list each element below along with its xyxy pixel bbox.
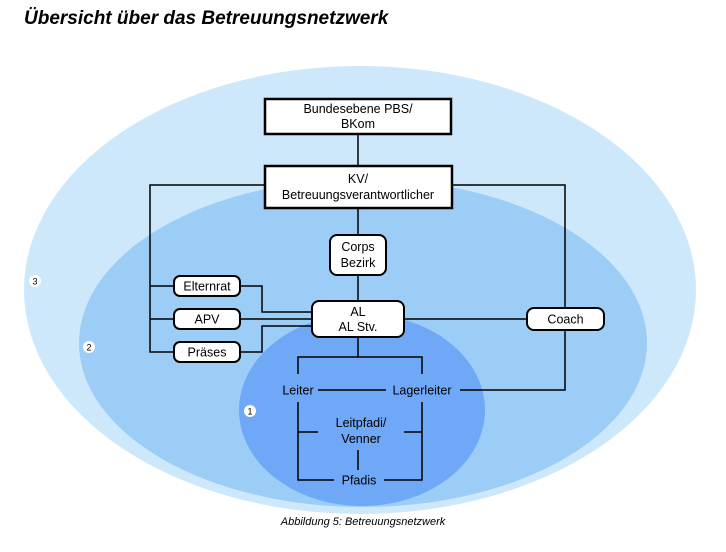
node-bundesebene: Bundesebene PBS/ BKom bbox=[263, 97, 453, 136]
node-leiter: Leiter bbox=[282, 384, 313, 398]
svg-text:Elternrat: Elternrat bbox=[183, 280, 231, 294]
svg-text:3: 3 bbox=[32, 277, 37, 287]
svg-text:AL: AL bbox=[350, 305, 365, 319]
svg-text:AL Stv.: AL Stv. bbox=[339, 320, 378, 334]
node-kv: KV/ Betreuungsverantwortlicher bbox=[263, 164, 454, 210]
connector-lines bbox=[149, 134, 566, 481]
node-al: AL AL Stv. bbox=[311, 300, 405, 338]
svg-text:Coach: Coach bbox=[547, 313, 583, 327]
svg-text:KV/: KV/ bbox=[348, 172, 369, 186]
zone-2-marker: 2 bbox=[83, 341, 95, 353]
svg-text:Bundesebene PBS/: Bundesebene PBS/ bbox=[303, 102, 413, 116]
svg-text:Corps: Corps bbox=[341, 240, 374, 254]
node-lagerleiter: Lagerleiter bbox=[392, 384, 451, 398]
svg-text:2: 2 bbox=[86, 343, 91, 353]
zone-1-ellipse bbox=[239, 314, 485, 506]
node-apv: APV bbox=[173, 308, 241, 330]
node-leitpfadi: Leitpfadi/ Venner bbox=[336, 416, 387, 446]
figure-caption: Abbildung 5: Betreuungsnetzwerk bbox=[280, 516, 446, 528]
node-coach: Coach bbox=[526, 307, 605, 331]
page-title: Übersicht über das Betreuungsnetzwerk bbox=[24, 8, 389, 29]
svg-text:1: 1 bbox=[247, 407, 252, 417]
zone-1-marker: 1 bbox=[244, 405, 256, 417]
zone-3-marker: 3 bbox=[29, 275, 41, 287]
svg-text:APV: APV bbox=[194, 313, 220, 327]
svg-text:Bezirk: Bezirk bbox=[341, 256, 376, 270]
node-elternrat: Elternrat bbox=[173, 275, 241, 297]
node-praeses: Präses bbox=[173, 341, 241, 363]
svg-text:Präses: Präses bbox=[188, 346, 227, 360]
svg-text:Leitpfadi/: Leitpfadi/ bbox=[336, 416, 387, 430]
svg-text:Venner: Venner bbox=[341, 432, 381, 446]
svg-text:Betreuungsverantwortlicher: Betreuungsverantwortlicher bbox=[282, 188, 434, 202]
node-corps-bezirk: Corps Bezirk bbox=[329, 234, 387, 276]
node-pfadis: Pfadis bbox=[342, 474, 377, 488]
svg-text:BKom: BKom bbox=[341, 117, 375, 131]
